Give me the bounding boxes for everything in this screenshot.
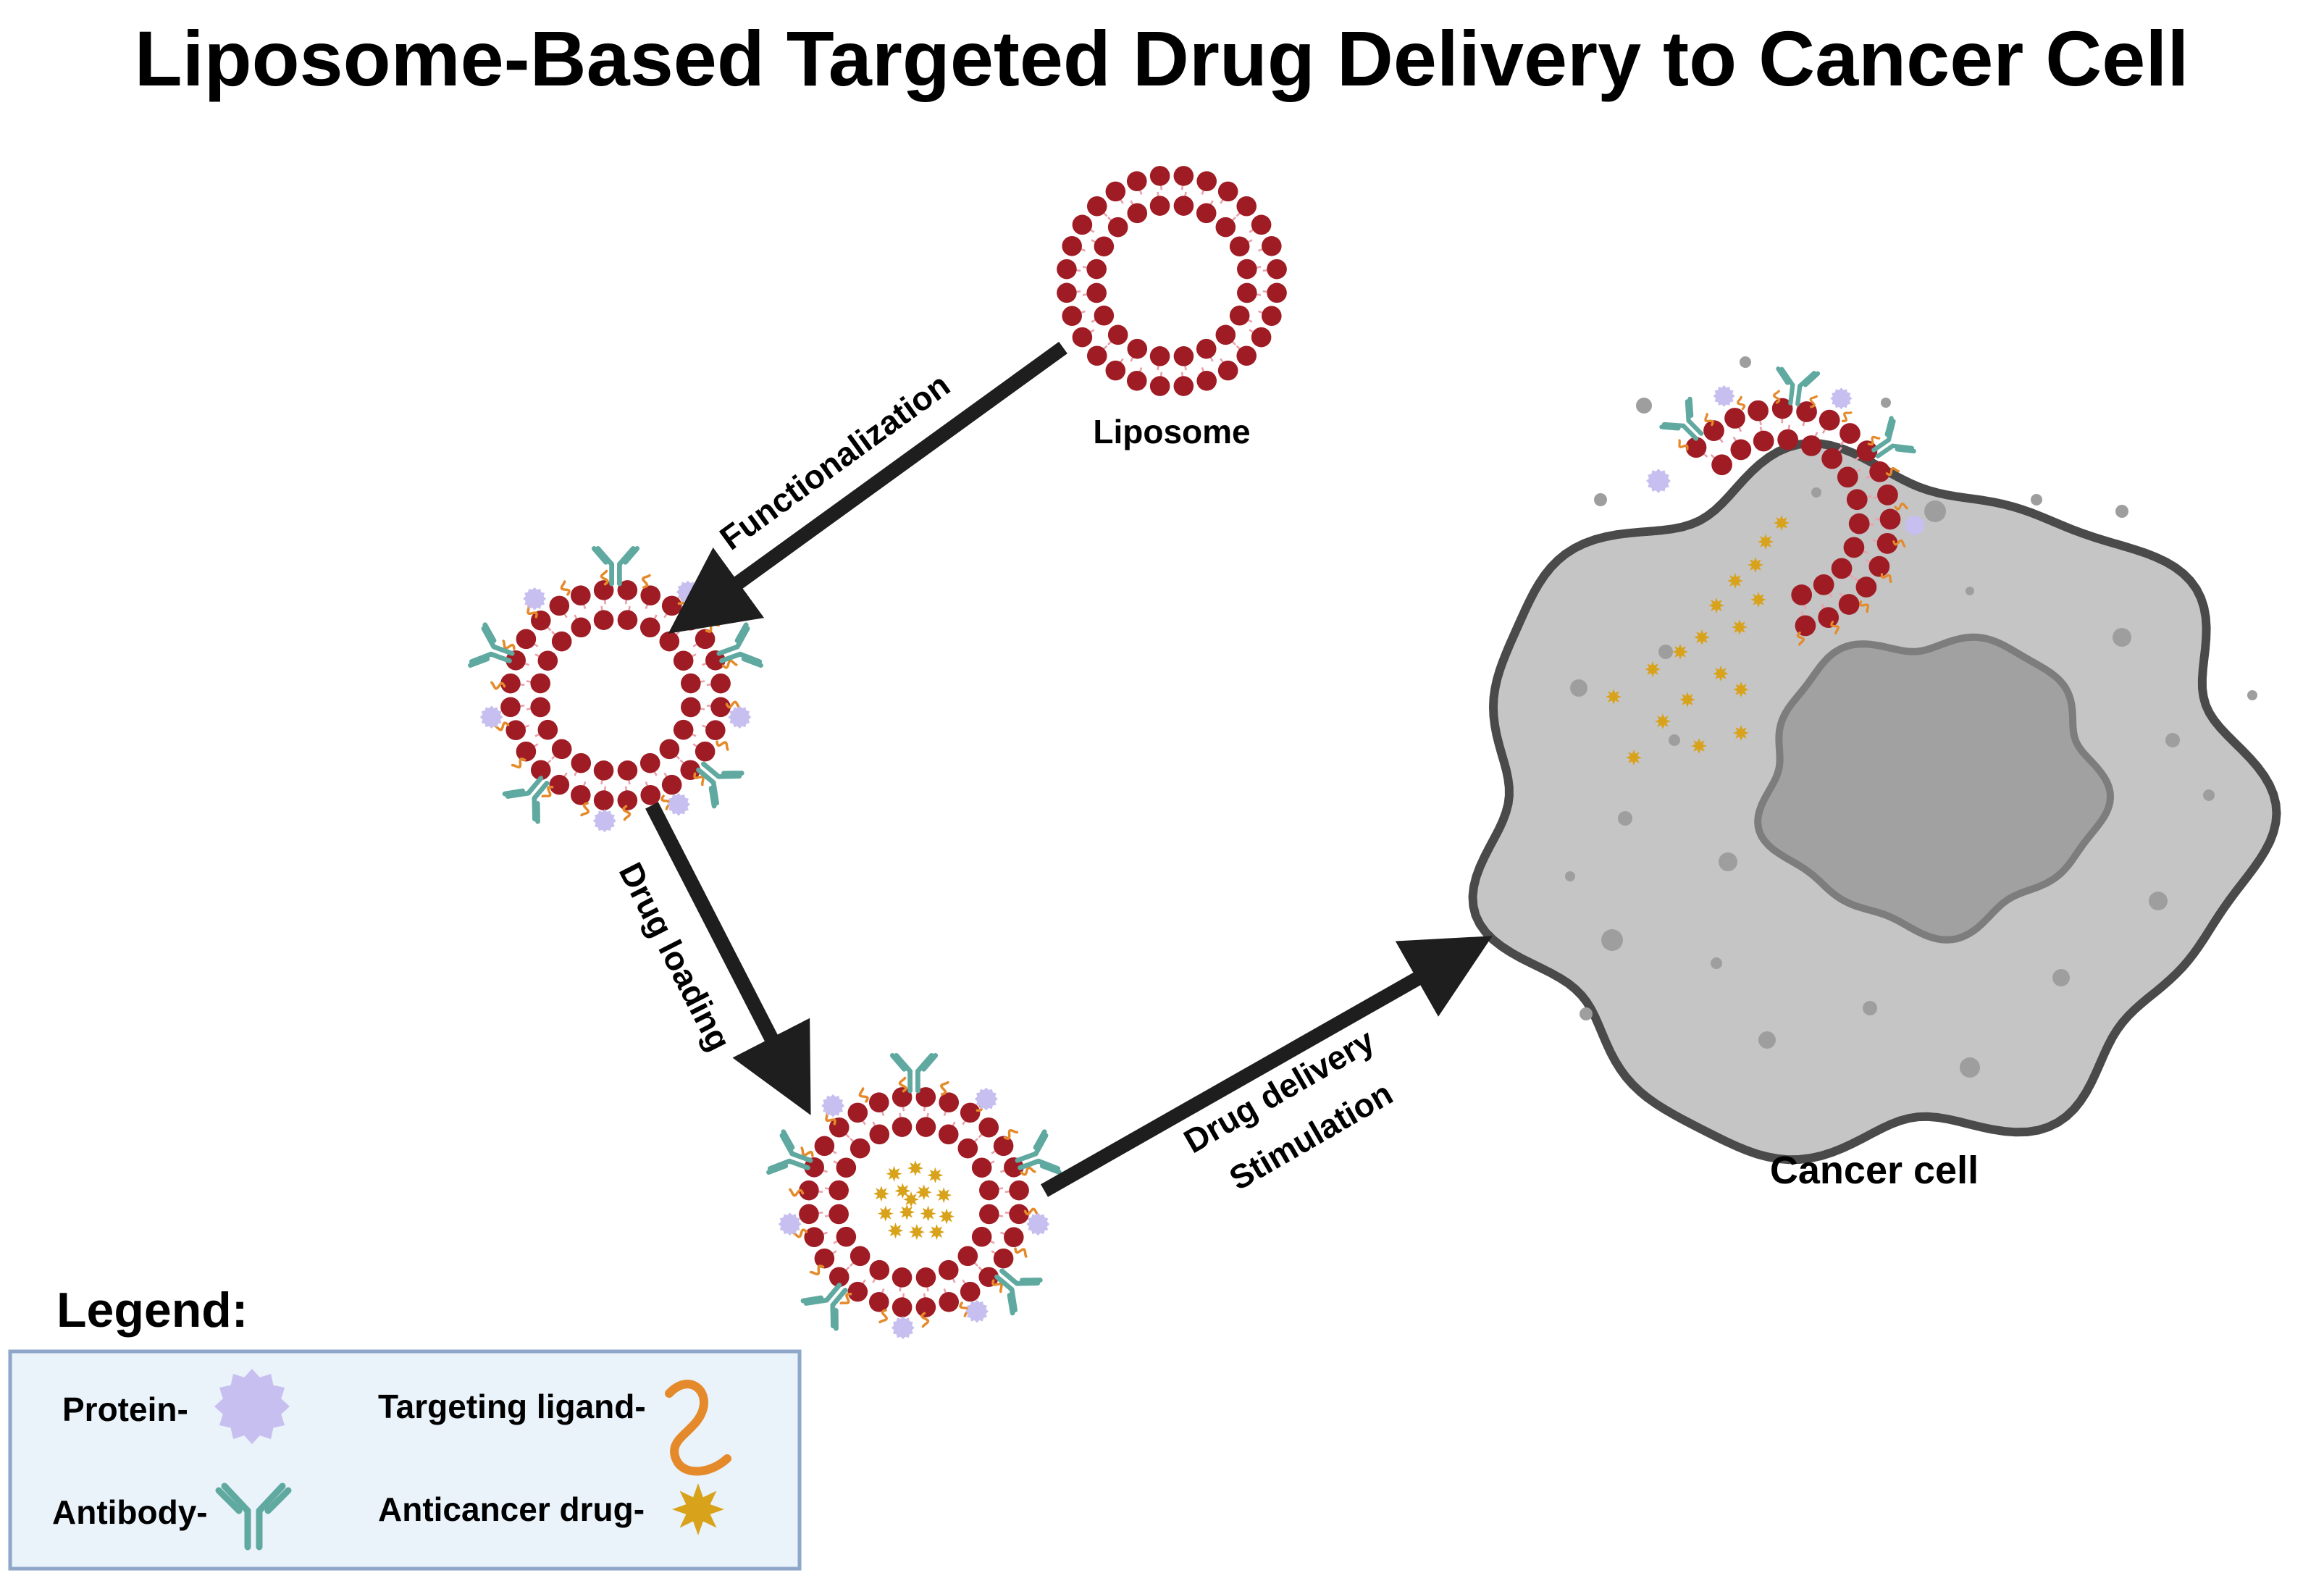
anticancer-drug-icon <box>672 1483 724 1535</box>
released-drugs <box>1606 515 1790 766</box>
cancer-cell <box>1468 356 2281 1165</box>
liposome-functionalized <box>468 546 763 833</box>
legend-item-anticancer-drug: Anticancer drug- <box>378 1490 645 1528</box>
functionalization-arrow <box>668 341 1067 634</box>
drug-loading-label: Drug loading <box>612 857 739 1057</box>
fused-liposome <box>1646 366 1926 646</box>
functionalization-label: Functionalization <box>713 366 957 557</box>
legend-item-protein: Protein- <box>62 1391 188 1428</box>
liposome-label: Liposome <box>1093 413 1250 450</box>
cytoplasm-granules <box>1565 356 2257 1078</box>
page-title: Liposome-Based Targeted Drug Delivery to… <box>135 14 2189 102</box>
legend-item-targeting-ligand: Targeting ligand- <box>378 1388 646 1425</box>
drug-loading-arrow <box>645 802 811 1115</box>
targeting-ligand-icon <box>665 1380 731 1476</box>
legend-item-antibody: Antibody- <box>52 1493 208 1531</box>
liposome-drug-loaded <box>766 1053 1062 1340</box>
cancer-cell-label: Cancer cell <box>1770 1149 1979 1192</box>
legend: Legend: Protein- Targeting ligand- Antib… <box>8 1283 802 1571</box>
drug-delivery-arrow <box>1041 936 1493 1197</box>
antibody-icon <box>215 1483 292 1551</box>
legend-box <box>8 1349 802 1571</box>
legend-title: Legend: <box>56 1283 248 1338</box>
protein-icon <box>214 1369 290 1444</box>
cell-nucleus <box>1754 633 2114 944</box>
liposome-plain <box>1057 166 1287 396</box>
